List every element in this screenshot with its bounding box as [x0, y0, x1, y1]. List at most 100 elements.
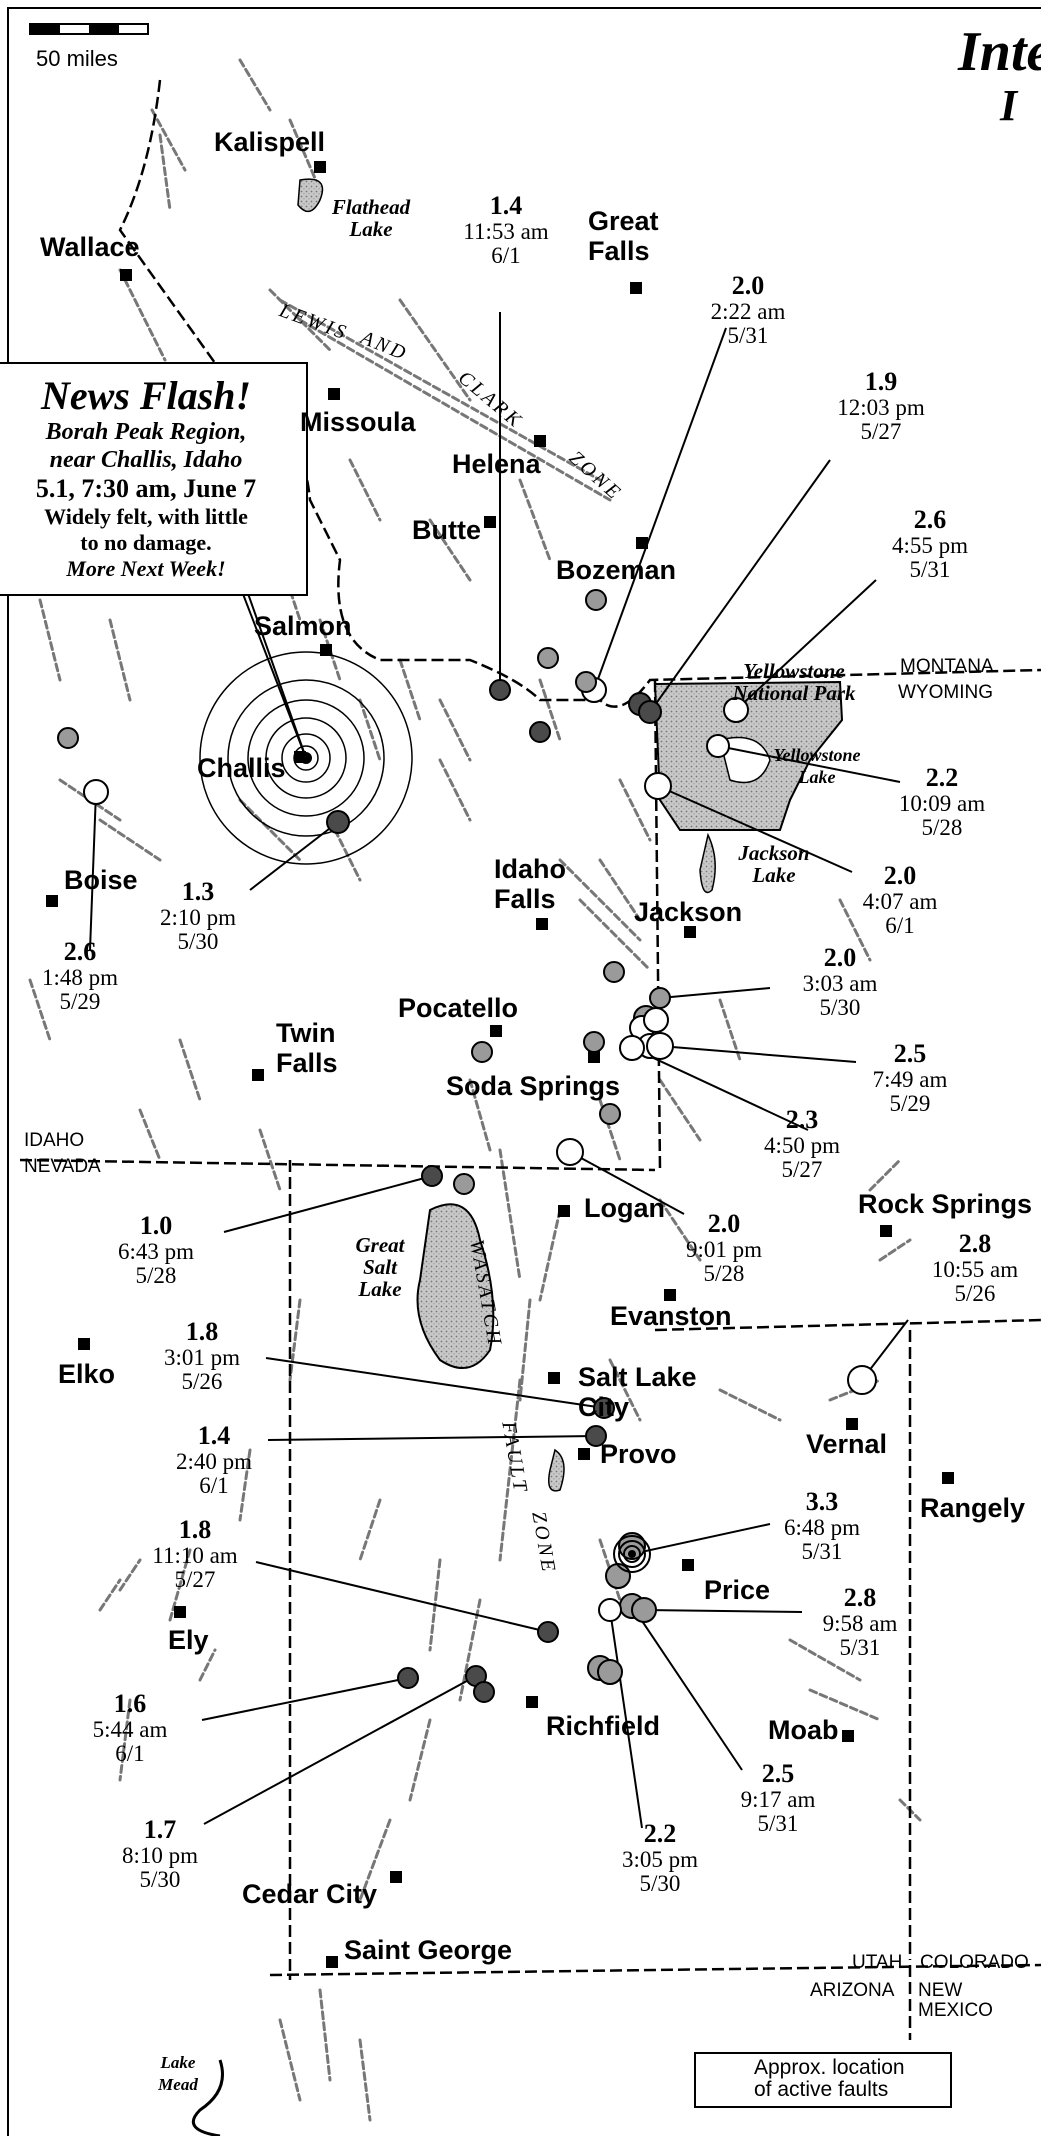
state-label: MEXICO [918, 2000, 993, 2021]
quake-magnitude: 1.8 [178, 1515, 212, 1544]
legend-box: Approx. location of active faults [694, 2052, 952, 2108]
quake-time: 2:10 pm [159, 905, 237, 930]
city-marker [534, 435, 546, 447]
page-subtitle-fragment: I [1000, 81, 1018, 130]
earthquake-ring [618, 1540, 646, 1568]
earthquake-marker [453, 1173, 475, 1195]
state-label: IDAHO [24, 1130, 85, 1151]
earthquake-marker [605, 1563, 631, 1589]
area-label: Great Salt Lake [355, 1233, 405, 1301]
state-label: WYOMING [898, 682, 993, 703]
city-label: Kalispell [214, 127, 326, 157]
city-marker [548, 1372, 560, 1384]
quake-time: 7:49 am [872, 1067, 948, 1092]
city-marker [490, 1025, 502, 1037]
city-marker [320, 644, 332, 656]
city-marker [326, 1956, 338, 1968]
scale-label: 50 miles [36, 46, 118, 71]
news-flash-line: Widely felt, with little [44, 504, 248, 529]
city-label: Evanston [610, 1301, 732, 1331]
quake-time: 9:58 am [822, 1611, 898, 1636]
quake-time: 8:10 pm [121, 1843, 199, 1868]
earthquake-marker [646, 1032, 674, 1060]
city-marker [588, 1051, 600, 1063]
quake-time: 4:50 pm [763, 1133, 841, 1158]
legend-text: Approx. location of active faults [754, 2057, 905, 2101]
city-marker [664, 1289, 676, 1301]
quake-date: 5/30 [177, 929, 219, 954]
quake-date: 5/31 [801, 1539, 843, 1564]
leader-line [717, 745, 901, 783]
city-marker [558, 1205, 570, 1217]
state-label: COLORADO [920, 1952, 1029, 1973]
area-label: Jackson Lake [738, 841, 810, 887]
quake-magnitude: 1.4 [197, 1421, 231, 1450]
city-label: Cedar City [242, 1879, 378, 1909]
state-label: NEW [918, 1980, 963, 2001]
quake-date: 5/29 [889, 1091, 931, 1116]
city-label: Elko [58, 1359, 116, 1389]
quake-date: 5/31 [839, 1635, 881, 1660]
earthquake-marker [585, 589, 607, 611]
state-label: UTAH [852, 1952, 903, 1973]
quake-time: 9:01 pm [685, 1237, 763, 1262]
state-label: ARIZONA [810, 1980, 895, 2001]
city-marker [120, 269, 132, 281]
quake-time: 5:44 am [92, 1717, 168, 1742]
leader-line [255, 1561, 549, 1633]
quake-time: 3:05 pm [621, 1847, 699, 1872]
city-label: Salt Lake City [578, 1362, 697, 1422]
quake-magnitude: 2.0 [823, 943, 857, 972]
area-label: Lake Mead [158, 2053, 198, 2094]
quake-time: 2:22 am [710, 299, 786, 324]
leader-line [609, 1609, 643, 1829]
news-flash-line: Borah Peak Region, [45, 419, 247, 445]
city-label: Saint George [344, 1935, 513, 1965]
city-label: Provo [600, 1439, 677, 1469]
earthquake-marker [537, 647, 559, 669]
earthquake-markers [57, 589, 877, 1703]
city-label: Logan [584, 1193, 665, 1223]
quake-magnitude: 3.3 [805, 1487, 839, 1516]
city-marker [842, 1730, 854, 1742]
quake-magnitude: 2.0 [707, 1209, 741, 1238]
quake-time: 12:03 pm [837, 395, 925, 420]
quake-magnitude: 2.0 [883, 861, 917, 890]
city-label: Rangely [920, 1493, 1026, 1523]
city-label: Jackson [634, 897, 743, 927]
earthquake-marker [619, 1035, 645, 1061]
active-faults [28, 58, 922, 2122]
quake-magnitude: 1.6 [113, 1689, 147, 1718]
quake-magnitude: 2.2 [643, 1819, 677, 1848]
earthquake-marker [583, 1031, 605, 1053]
earthquake-marker [489, 679, 511, 701]
earthquake-marker [575, 671, 597, 693]
earthquake-marker [529, 721, 551, 743]
earthquake-marker [326, 810, 350, 834]
quake-date: 5/30 [819, 995, 861, 1020]
city-label: Ely [168, 1625, 209, 1655]
quake-date: 5/29 [59, 989, 101, 1014]
city-label: Pocatello [398, 993, 519, 1023]
quake-time: 11:53 am [463, 219, 549, 244]
city-label: Helena [452, 449, 541, 479]
city-label: Butte [412, 515, 481, 545]
quake-magnitude: 2.5 [893, 1039, 927, 1068]
city-label: Moab [768, 1715, 839, 1745]
city-label: Twin Falls [276, 1018, 338, 1078]
quake-date: 5/27 [174, 1567, 216, 1592]
quake-time: 10:09 am [898, 791, 986, 816]
earthquake-marker [537, 1621, 559, 1643]
quake-date: 5/28 [135, 1263, 177, 1288]
leader-line [657, 785, 853, 873]
leader-line [631, 1047, 809, 1131]
map-frame [7, 7, 1041, 2136]
city-marker [684, 926, 696, 938]
leader-line [267, 1435, 597, 1441]
leader-line [649, 459, 831, 713]
